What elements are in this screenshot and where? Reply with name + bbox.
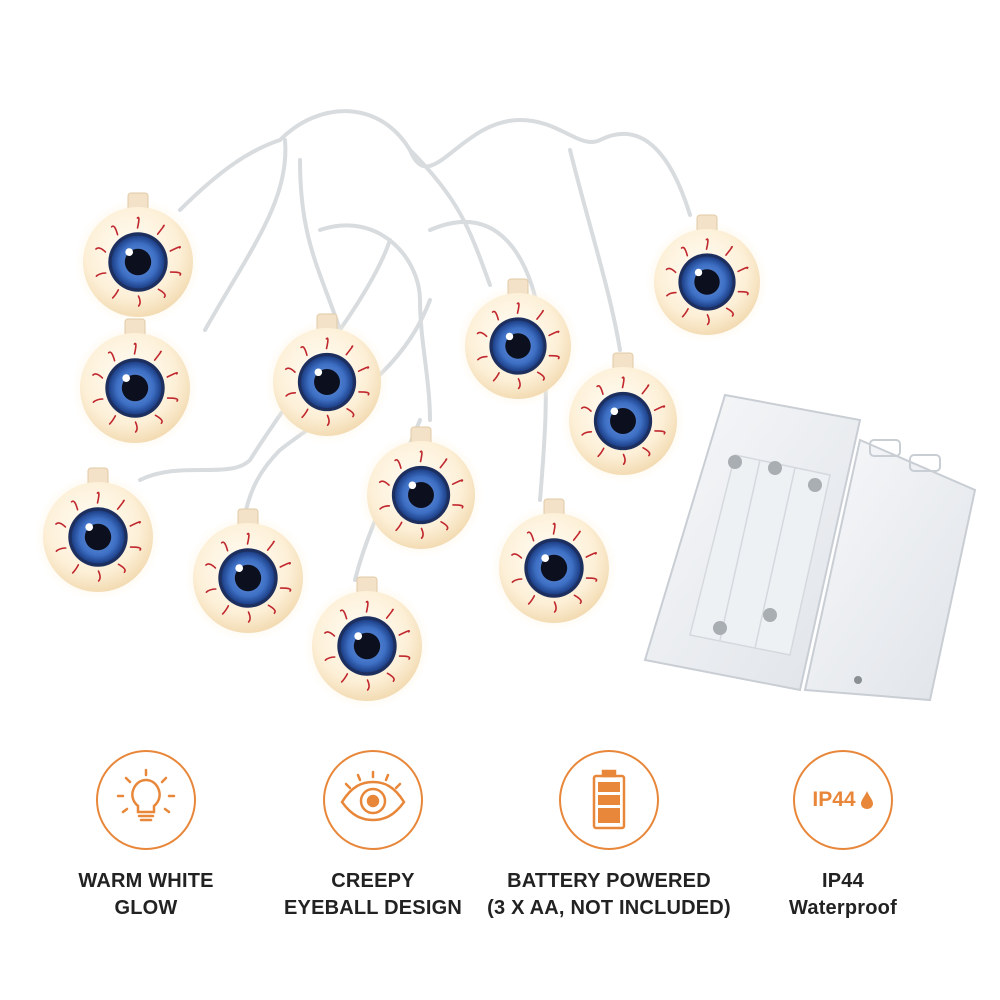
eyeball-bulb (185, 508, 311, 641)
feature-label-line-2: (3 X AA, NOT INCLUDED) (487, 897, 731, 919)
feature-label: WARM WHITE GLOW (78, 868, 213, 922)
lightbulb-icon (116, 768, 176, 822)
feature-icon-circle (323, 750, 423, 850)
battery-box (643, 393, 977, 702)
eyeball-bulbs (35, 192, 768, 709)
feature-icon-circle (96, 750, 196, 850)
eyeball-bulb (561, 352, 685, 483)
water-drop-icon (860, 791, 873, 809)
feature-label-line-1: WARM WHITE (78, 870, 214, 892)
feature-warm-white-glow: WARM WHITE GLOW (21, 750, 271, 922)
ip44-waterproof-icon: IP44 (812, 788, 873, 812)
feature-icon-circle: IP44 (793, 750, 893, 850)
feature-label-line-2: EYEBALL DESIGN (283, 897, 462, 919)
feature-label-line-2: GLOW (114, 897, 178, 919)
feature-icon-circle (559, 750, 659, 850)
eyeball-bulb (646, 214, 768, 343)
eyeball-bulb (35, 467, 161, 600)
feature-label-line-2: Waterproof (789, 897, 897, 919)
eyeball-bulb (72, 318, 198, 451)
feature-label: IP44 Waterproof (789, 868, 897, 922)
feature-label: BATTERY POWERED (3 X AA, NOT INCLUDED) (487, 868, 731, 922)
feature-label: CREEPY EYEBALL DESIGN (284, 868, 462, 922)
eyeball-bulb (75, 192, 201, 325)
ip44-badge-text: IP44 (812, 788, 856, 811)
feature-label-line-1: CREEPY (331, 870, 415, 892)
battery-icon (592, 769, 626, 830)
eyeball-bulb (304, 576, 430, 709)
eyeball-bulb (359, 426, 483, 557)
eyeball-bulb (491, 498, 617, 631)
feature-label-line-1: BATTERY POWERED (507, 870, 711, 892)
feature-strip: WARM WHITE GLOW CREEPY EYEBALL DESIGN (0, 740, 1000, 1000)
eye-icon (340, 770, 406, 822)
eyeball-bulb (265, 313, 389, 444)
product-photo (35, 109, 977, 709)
feature-ip44-waterproof: IP44 IP44 Waterproof (718, 750, 968, 922)
eyeball-bulb (457, 278, 579, 407)
feature-battery-powered: BATTERY POWERED (3 X AA, NOT INCLUDED) (484, 750, 734, 922)
feature-creepy-eyeball-design: CREEPY EYEBALL DESIGN (248, 750, 498, 922)
feature-label-line-1: IP44 (822, 870, 864, 892)
